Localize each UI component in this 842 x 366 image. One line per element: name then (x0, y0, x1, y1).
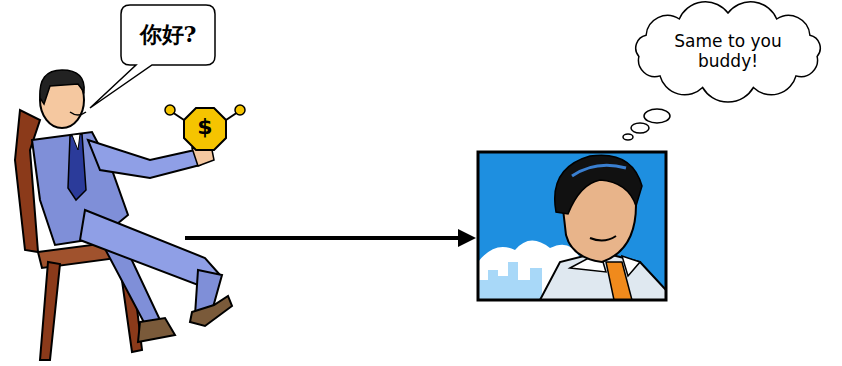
bubble-text: Same to you buddy! (672, 31, 784, 71)
speech-bubble: 你好? (120, 4, 216, 66)
bubble-shape (636, 2, 820, 102)
thought-cloud: Same to you buddy! (628, 4, 828, 98)
dollar-sign: $ (193, 114, 217, 139)
seated-man (15, 70, 232, 360)
thought-trail (623, 109, 670, 140)
bubble-shape (90, 5, 215, 108)
bubble-text: 你好? (123, 20, 213, 50)
portrait (478, 152, 666, 300)
arrow (185, 229, 476, 247)
coin-symbol (165, 105, 245, 150)
